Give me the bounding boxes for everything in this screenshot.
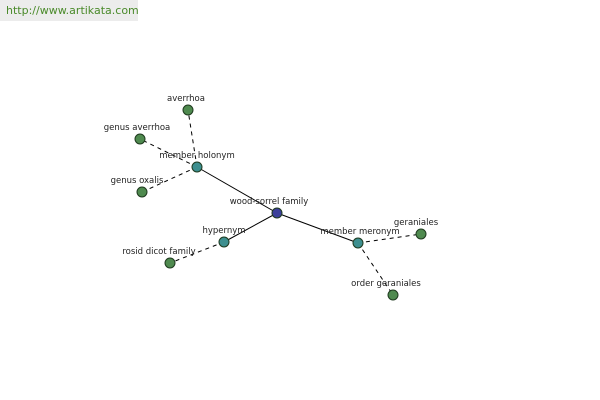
edge-holonym-averrhoa — [187, 109, 198, 168]
edge-meronym-geraniales — [357, 233, 422, 244]
node-genus-averrhoa[interactable] — [134, 133, 146, 145]
node-rosid[interactable] — [164, 257, 176, 269]
site-url[interactable]: http://www.artikata.com — [0, 0, 139, 21]
graph-edges — [139, 109, 422, 296]
label-genus-averrhoa[interactable]: genus averrhoa — [104, 123, 171, 133]
node-center[interactable] — [271, 207, 283, 219]
node-meronym[interactable] — [352, 237, 364, 249]
label-rosid[interactable]: rosid dicot family — [122, 247, 195, 257]
graph-labels: wood-sorrel family member holonym hypernym… — [104, 94, 439, 289]
node-holonym[interactable] — [191, 161, 203, 173]
label-geraniales[interactable]: geraniales — [394, 218, 439, 228]
label-averrhoa[interactable]: averrhoa — [167, 94, 205, 104]
node-genus-oxalis[interactable] — [136, 186, 148, 198]
edge-center-hypernym — [223, 212, 278, 243]
label-meronym[interactable]: member meronym — [320, 227, 399, 237]
node-geraniales[interactable] — [415, 228, 427, 240]
label-holonym[interactable]: member holonym — [159, 151, 234, 161]
label-order-geraniales[interactable]: order geraniales — [351, 279, 421, 289]
node-averrhoa[interactable] — [182, 104, 194, 116]
edge-holonym-genus-averrhoa — [139, 138, 198, 168]
node-hypernym[interactable] — [218, 236, 230, 248]
label-center[interactable]: wood-sorrel family — [230, 197, 309, 207]
edge-hypernym-rosid — [169, 241, 225, 264]
edge-center-holonym — [196, 166, 278, 214]
node-order-geraniales[interactable] — [387, 289, 399, 301]
edge-holonym-genus-oxalis — [141, 166, 198, 193]
label-genus-oxalis[interactable]: genus oxalis — [111, 176, 164, 186]
graph-nodes — [134, 104, 427, 301]
label-hypernym[interactable]: hypernym — [202, 226, 245, 236]
edge-center-meronym — [276, 212, 359, 244]
edge-meronym-order-geraniales — [357, 242, 394, 296]
